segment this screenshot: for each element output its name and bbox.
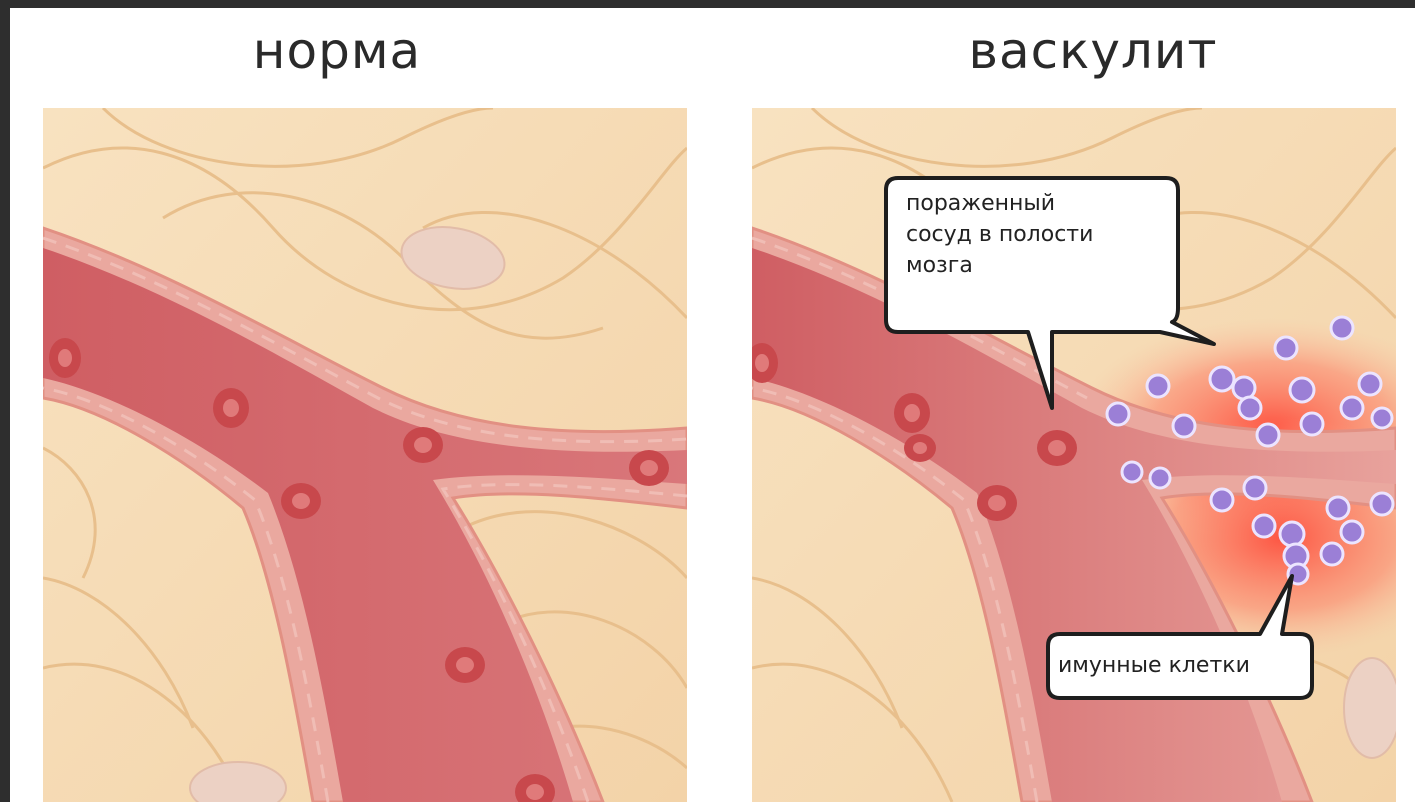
title-normal: норма <box>137 22 537 80</box>
normal-vessel-illustration <box>43 108 687 802</box>
callout-immune-cells: имунные клетки <box>1058 650 1250 681</box>
image-frame: норма васкулит <box>10 8 1415 802</box>
panel-normal <box>43 108 687 802</box>
title-vasculitis: васкулит <box>893 22 1293 80</box>
panel-vasculitis: пораженный сосуд в полости мозга имунные… <box>752 108 1396 802</box>
callout-affected-vessel: пораженный сосуд в полости мозга <box>906 188 1093 281</box>
